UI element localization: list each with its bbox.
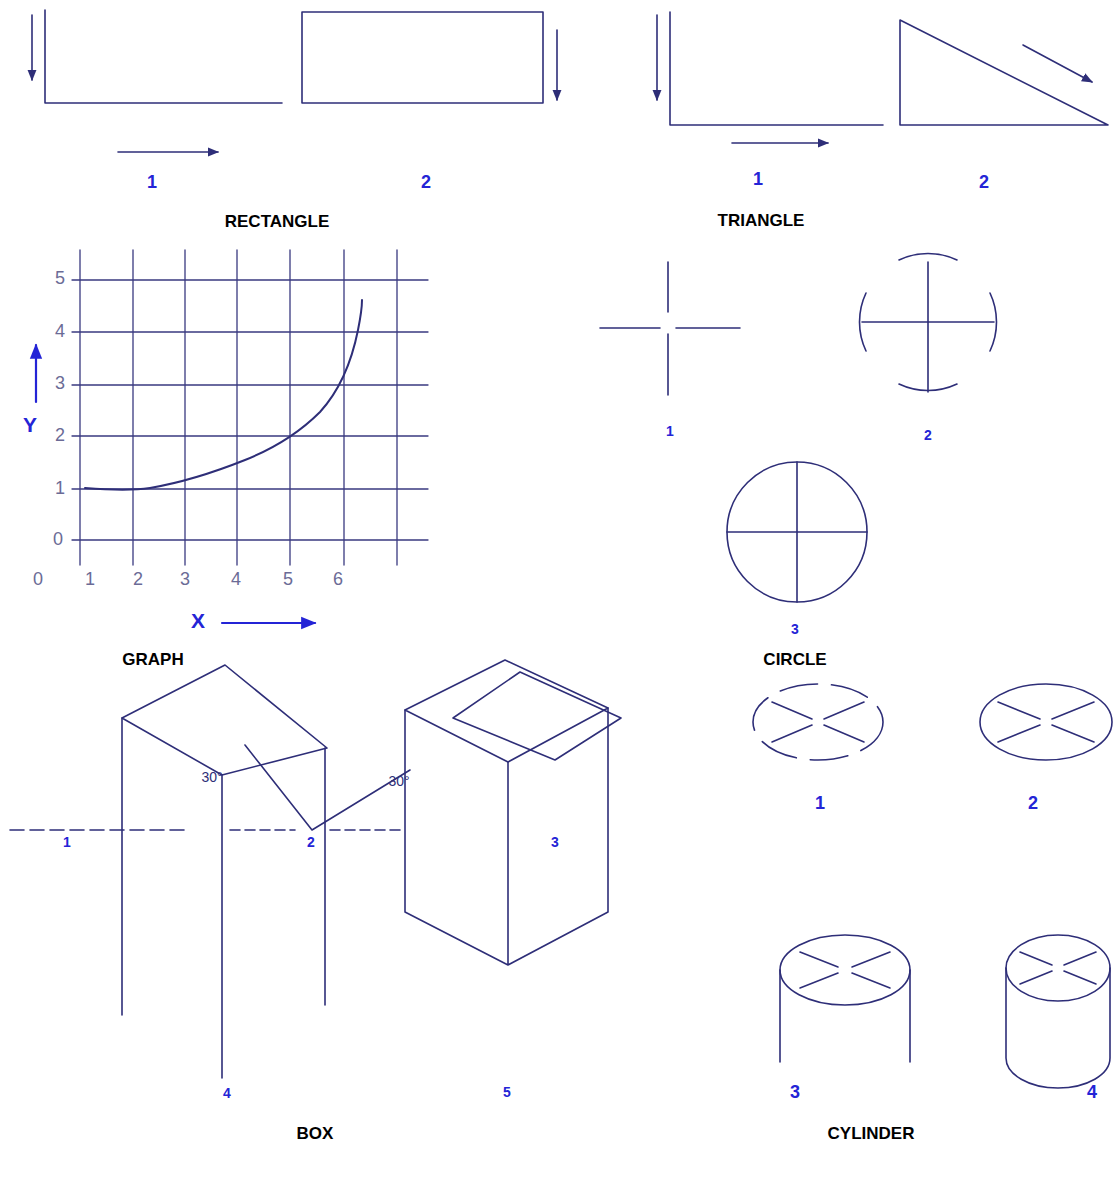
step-number: 3 (790, 1083, 800, 1103)
axis-tick-label: 6 (333, 570, 343, 590)
step-number: 4 (1087, 1083, 1097, 1103)
y-axis-arrow (35, 345, 37, 402)
axis-tick-label: 3 (180, 570, 190, 590)
shape-title: RECTANGLE (225, 213, 330, 232)
axis-tick-label: 4 (55, 322, 65, 342)
box-step-1 (10, 829, 190, 831)
shape-title: TRIANGLE (718, 212, 805, 231)
step-number: 3 (791, 622, 799, 637)
graph-curve (85, 300, 362, 490)
box-step-4 (122, 665, 327, 1078)
axis-tick-label: 4 (231, 570, 241, 590)
axis-tick-label: 5 (55, 269, 65, 289)
box-step-5 (405, 660, 608, 965)
step-number: 2 (979, 173, 989, 193)
x-axis-arrow (222, 622, 315, 624)
axis-tick-label: 3 (55, 374, 65, 394)
triangle-step-1 (657, 12, 883, 143)
angle-label: 30° (388, 774, 409, 789)
shape-title: CYLINDER (828, 1125, 915, 1144)
shape-title: GRAPH (122, 651, 183, 670)
step-number: 5 (503, 1085, 511, 1100)
circle-step-1 (600, 262, 740, 395)
cylinder-step-2 (980, 684, 1112, 760)
axis-tick-label: 5 (283, 570, 293, 590)
axis-tick-label: 1 (85, 570, 95, 590)
circle-step-2 (860, 254, 997, 392)
step-number: 2 (421, 173, 431, 193)
graph-grid (72, 250, 428, 565)
axis-tick-label: 1 (55, 479, 65, 499)
step-number: 4 (223, 1086, 231, 1101)
axis-tick-label: 0 (33, 570, 43, 590)
rectangle-step-2 (302, 12, 557, 103)
axis-tick-label: 2 (55, 426, 65, 446)
axis-tick-label: 0 (53, 530, 63, 550)
step-number: 1 (147, 173, 157, 193)
triangle-step-2 (900, 20, 1108, 125)
circle-step-3 (727, 462, 867, 602)
shape-title: CIRCLE (763, 651, 826, 670)
axis-name: X (191, 609, 205, 632)
axis-tick-label: 2 (133, 570, 143, 590)
step-number: 2 (1028, 794, 1038, 814)
box-step-2 (230, 745, 410, 830)
cylinder-step-4 (1006, 935, 1110, 1088)
shape-title: BOX (297, 1125, 334, 1144)
rectangle-step-1 (32, 10, 282, 152)
cylinder-step-1 (753, 684, 883, 760)
step-number: 1 (666, 424, 674, 439)
axis-name: Y (23, 413, 37, 436)
cylinder-step-3 (780, 935, 910, 1062)
step-number: 1 (815, 794, 825, 814)
step-number: 1 (63, 835, 71, 850)
step-number: 2 (924, 428, 932, 443)
angle-label: 30° (201, 770, 222, 785)
step-number: 3 (551, 835, 559, 850)
step-number: 2 (307, 835, 315, 850)
step-number: 1 (753, 170, 763, 190)
